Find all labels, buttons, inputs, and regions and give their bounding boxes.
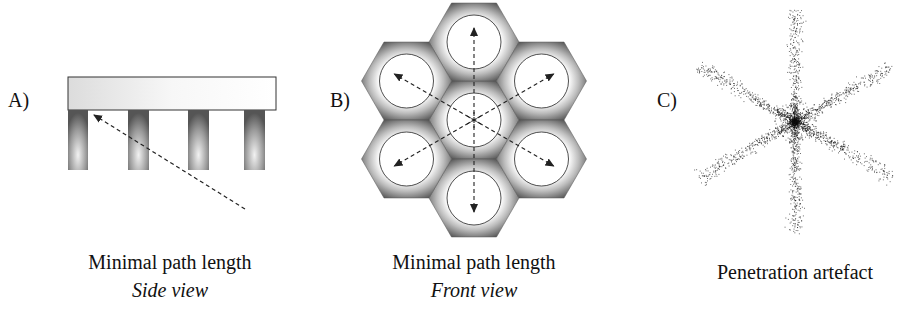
path-arrow [473,112,474,212]
side-view [68,77,276,209]
scatter-dots [694,10,893,234]
caption: Penetration artefact [717,262,873,282]
panel-letter: A) [8,90,29,110]
caption: Minimal path length [392,252,555,272]
caption-subtitle: Front view [431,280,517,300]
caption: Minimal path length [88,252,251,272]
panel-letter: C) [657,90,677,110]
panel-letter: B) [330,90,350,110]
hexagon-cluster [362,3,587,237]
path-arrow [394,116,481,166]
caption-subtitle: Side view [132,280,208,300]
path-arrows [394,28,553,212]
path-arrow [467,116,553,166]
penetration-scatter [694,10,893,234]
